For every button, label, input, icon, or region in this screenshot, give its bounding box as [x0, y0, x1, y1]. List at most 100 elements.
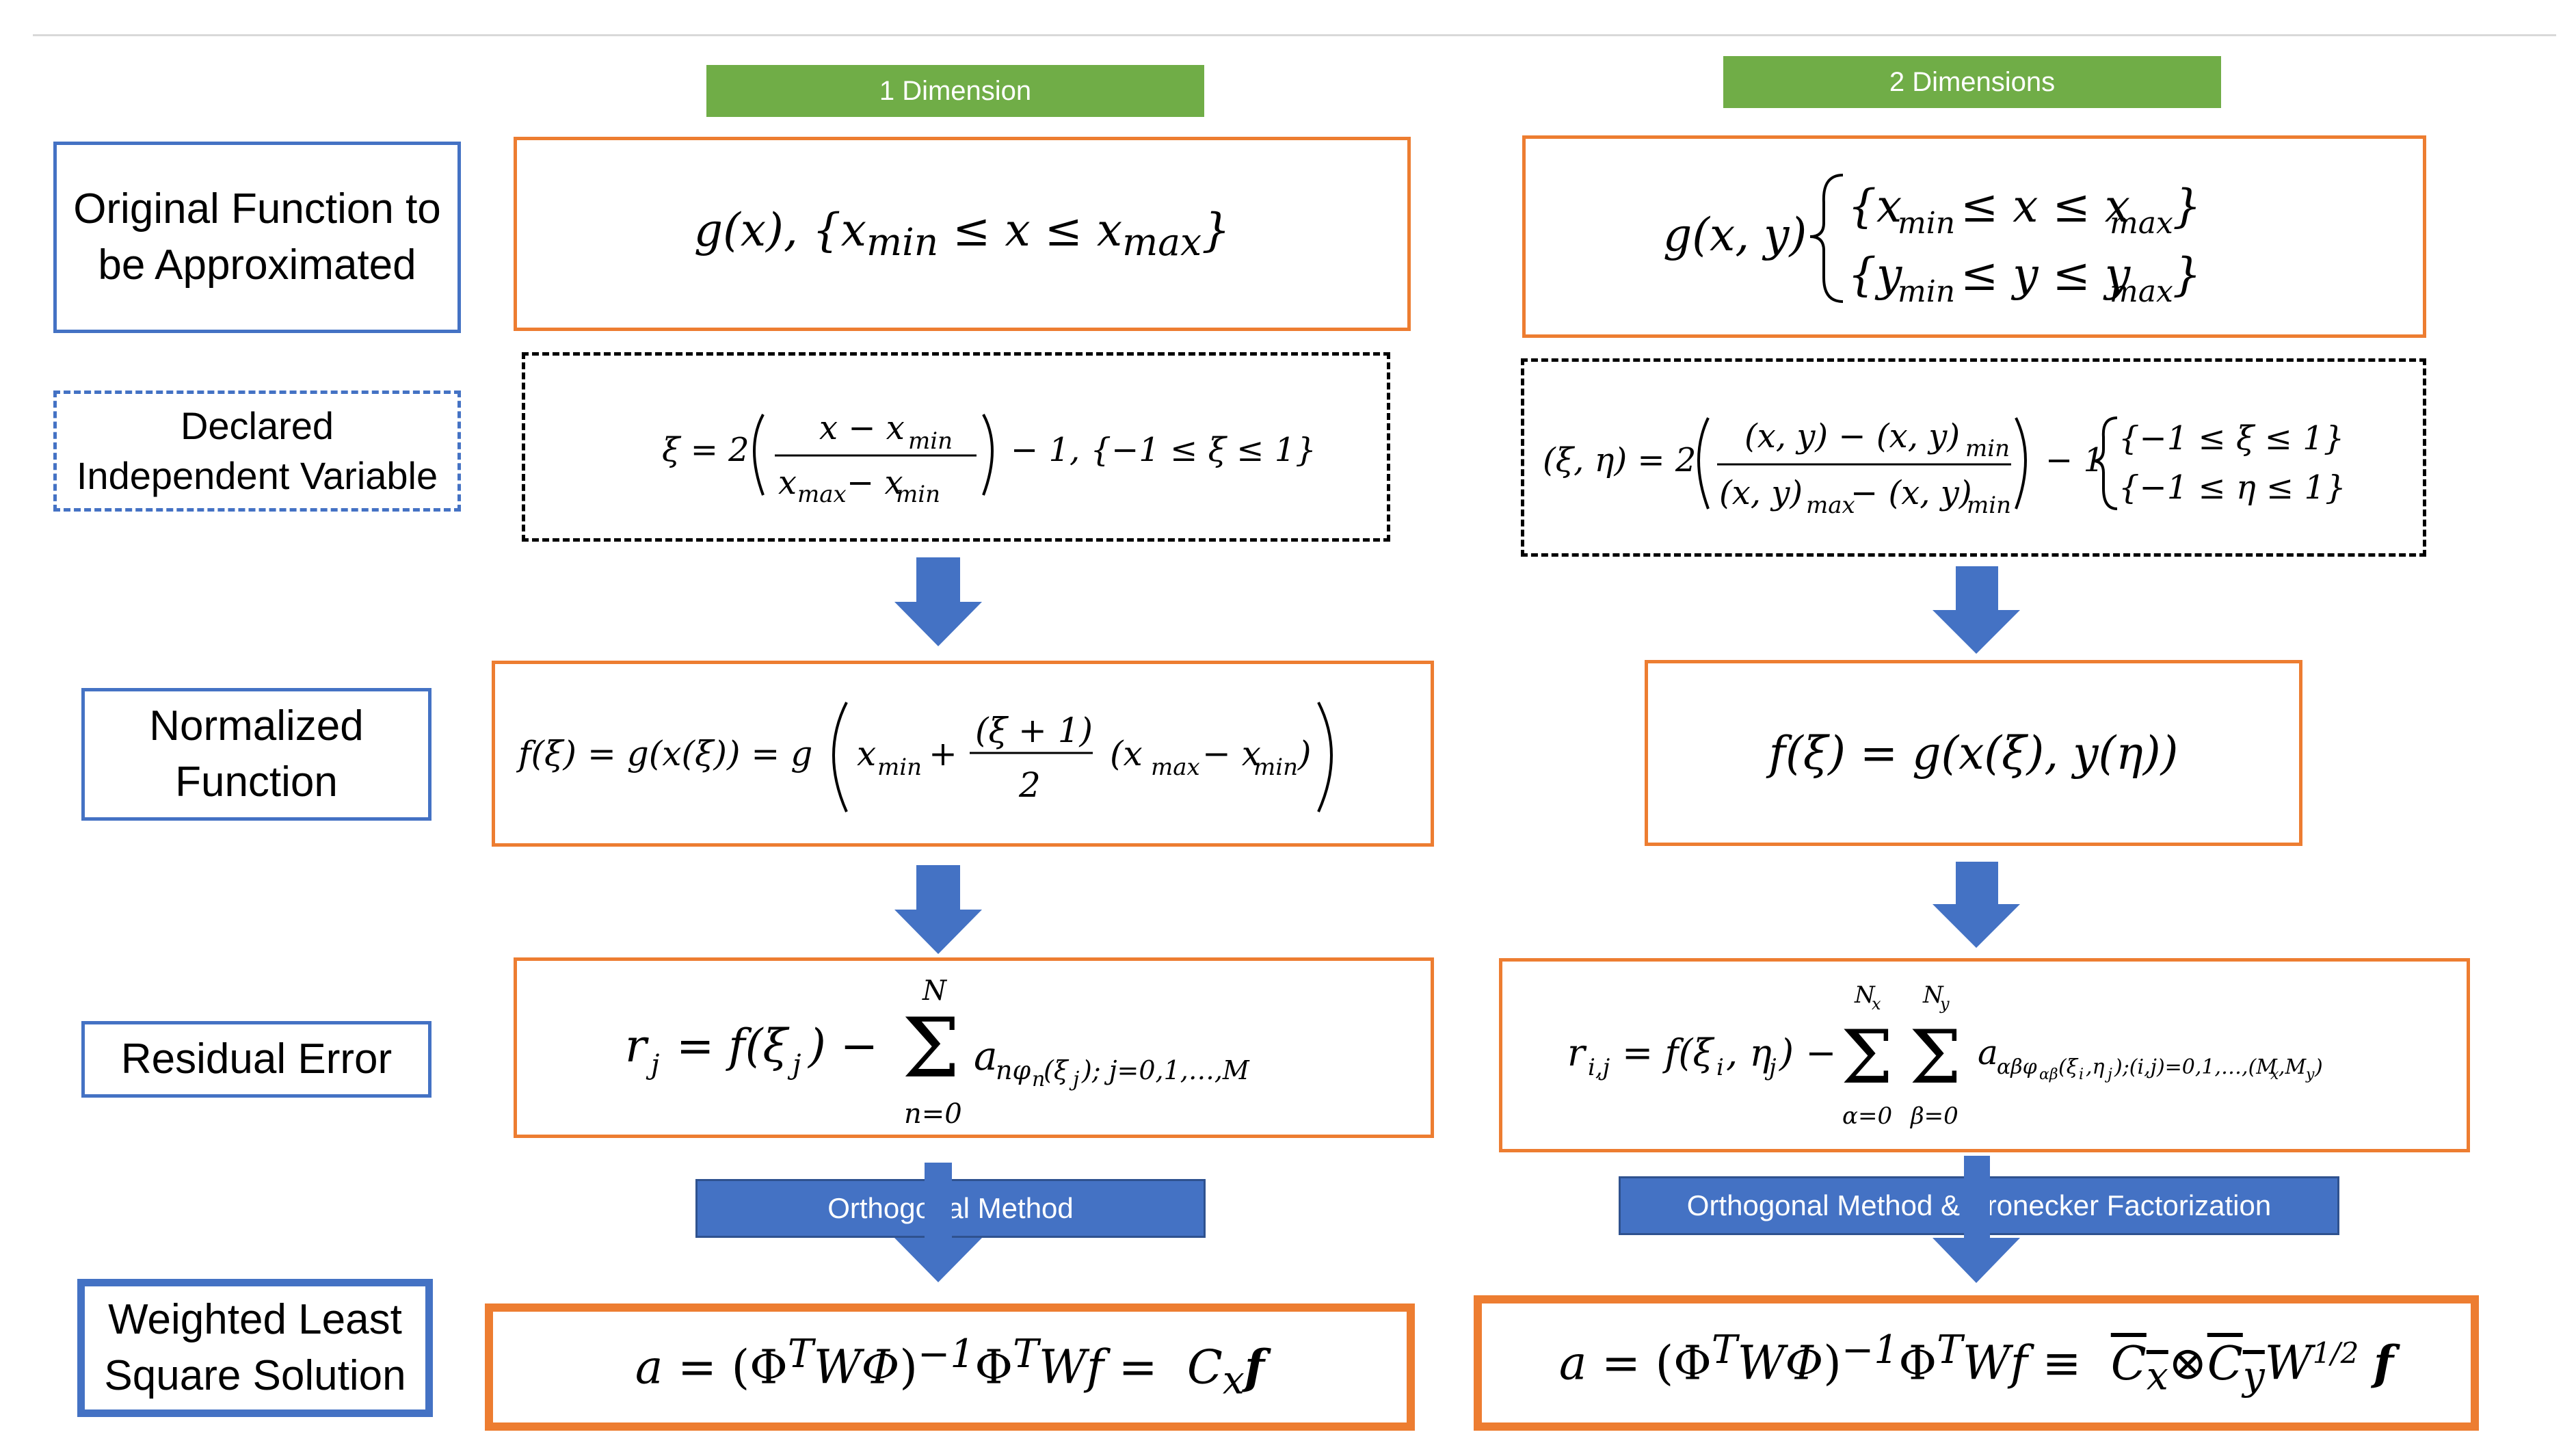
- svg-text:≤ x ≤ x: ≤ x ≤ x: [1961, 180, 2130, 233]
- arrow-1d-normalized-to-residual: [894, 865, 982, 954]
- eq-2d-normalized: f(ξ) = g(x(ξ), y(η)): [1645, 660, 2302, 846]
- svg-text:min: min: [1898, 206, 1955, 241]
- svg-text:f(ξ) = g(x(ξ)) = g: f(ξ) = g(x(ξ)) = g: [516, 734, 812, 773]
- arrow-2d-normalized-to-residual: [1933, 862, 2020, 948]
- svg-text:Σ: Σ: [1909, 1015, 1961, 1100]
- svg-text:− (x, y): − (x, y): [1850, 474, 1972, 512]
- arrow-2d-residual-to-solution: [1933, 1156, 2020, 1283]
- svg-text:g(x, y): g(x, y): [1663, 209, 1807, 261]
- svg-text:(ξ: (ξ: [2058, 1055, 2079, 1079]
- svg-text:+: +: [929, 734, 957, 773]
- svg-text:min: min: [896, 481, 940, 508]
- svg-text:(x, y) − (x, y): (x, y) − (x, y): [1744, 417, 1960, 455]
- svg-text:a: a: [1978, 1033, 1998, 1072]
- svg-text:(ξ + 1): (ξ + 1): [975, 711, 1093, 750]
- svg-text:N: N: [922, 975, 948, 1007]
- label-original-function: Original Function to be Approximated: [53, 142, 461, 333]
- svg-text:): ): [1297, 734, 1312, 773]
- svg-text:N: N: [1922, 981, 1944, 1009]
- svg-text:i,j: i,j: [1588, 1054, 1610, 1081]
- svg-text:α=0: α=0: [1842, 1102, 1892, 1130]
- arrow-2d-declared-to-normalized: [1933, 566, 2020, 654]
- declared-2d-formula: (ξ, η) = 2 (x, y) − (x, y)min (x, y)max …: [1543, 416, 2346, 519]
- svg-text:max: max: [1151, 754, 1200, 781]
- svg-text:= f(ξ: = f(ξ: [1622, 1031, 1714, 1074]
- svg-text:nφ: nφ: [996, 1055, 1031, 1085]
- svg-text:αβ: αβ: [2039, 1066, 2058, 1083]
- svg-text:(x: (x: [1110, 734, 1143, 773]
- svg-text:{y: {y: [1848, 248, 1902, 301]
- svg-text:}: }: [2173, 180, 2201, 233]
- top-divider: [33, 34, 2556, 36]
- svg-text:max: max: [2110, 206, 2173, 241]
- svg-text:); j=0,1,…,M: ); j=0,1,…,M: [1081, 1055, 1250, 1085]
- svg-text:min: min: [1253, 754, 1298, 781]
- svg-text:x: x: [2270, 1066, 2279, 1083]
- svg-text:, η: , η: [1726, 1031, 1772, 1074]
- label-weighted-least-square: Weighted Least Square Solution: [77, 1279, 433, 1417]
- arrow-1d-residual-to-solution: [894, 1163, 982, 1282]
- label-declared-variable: Declared Independent Variable: [53, 391, 461, 512]
- svg-text:Σ: Σ: [902, 1001, 960, 1096]
- svg-text:y: y: [1939, 994, 1950, 1014]
- svg-text:a: a: [974, 1033, 998, 1079]
- eq-2d-solution: a = (ΦTWΦ)−1ΦTWf ≡ Cx⊗CyW1/2 f: [1474, 1295, 2479, 1431]
- svg-text:,η: ,η: [2086, 1055, 2105, 1079]
- svg-text:{x: {x: [1848, 180, 1902, 233]
- svg-text:min: min: [908, 427, 953, 455]
- svg-text:min: min: [1965, 435, 2010, 462]
- svg-text:r: r: [1567, 1031, 1587, 1074]
- svg-text:− x: − x: [847, 464, 903, 502]
- label-residual-error: Residual Error: [81, 1021, 431, 1098]
- svg-text:(ξ: (ξ: [1044, 1055, 1070, 1085]
- svg-text:β=0: β=0: [1909, 1102, 1958, 1130]
- header-1d: 1 Dimension: [706, 65, 1204, 117]
- svg-text:2: 2: [1018, 765, 1041, 805]
- svg-text:x: x: [778, 464, 797, 502]
- svg-text:,M: ,M: [2279, 1055, 2307, 1079]
- svg-text:min: min: [877, 754, 922, 781]
- svg-text:min: min: [1898, 274, 1955, 309]
- svg-text:ξ = 2: ξ = 2: [662, 431, 749, 469]
- svg-text:r: r: [625, 1020, 649, 1072]
- svg-text:x: x: [1872, 994, 1881, 1014]
- svg-text:≤ y ≤ y: ≤ y ≤ y: [1961, 248, 2131, 301]
- svg-text:);(i,j)=0,1,…,(M: );(i,j)=0,1,…,(M: [2114, 1055, 2278, 1079]
- svg-text:(ξ, η) = 2: (ξ, η) = 2: [1543, 441, 1696, 479]
- svg-text:max: max: [2110, 274, 2173, 309]
- svg-text:i: i: [1716, 1054, 1724, 1081]
- svg-text:− x: − x: [1202, 734, 1261, 773]
- svg-text:max: max: [797, 481, 847, 508]
- svg-text:Σ: Σ: [1841, 1015, 1893, 1100]
- header-2d: 2 Dimensions: [1723, 56, 2221, 108]
- svg-text:): ): [2314, 1055, 2323, 1079]
- svg-text:}: }: [2173, 248, 2201, 301]
- arrow-1d-declared-to-normalized: [894, 557, 982, 646]
- svg-text:n=0: n=0: [904, 1098, 962, 1130]
- svg-text:) −: ) −: [1779, 1031, 1836, 1074]
- eq-1d-original: g(x), {xmin ≤ x ≤ xmax}: [514, 137, 1411, 331]
- svg-text:{−1 ≤ η ≤ 1}: {−1 ≤ η ≤ 1}: [2119, 468, 2346, 507]
- svg-text:(x, y): (x, y): [1719, 474, 1803, 512]
- eq-1d-solution: a = (ΦTWΦ)−1ΦTWf = Cxf: [485, 1303, 1415, 1431]
- svg-text:N: N: [1854, 981, 1876, 1009]
- label-normalized-function: Normalized Function: [81, 688, 431, 821]
- svg-text:i: i: [2079, 1066, 2084, 1083]
- svg-text:αβφ: αβφ: [1997, 1055, 2037, 1079]
- svg-text:= f(ξ: = f(ξ: [676, 1020, 790, 1072]
- eq-2d-declared: (ξ, η) = 2 (x, y) − (x, y)min (x, y)max …: [1521, 358, 2426, 557]
- svg-text:{−1 ≤ ξ ≤ 1}: {−1 ≤ ξ ≤ 1}: [2119, 419, 2344, 458]
- svg-text:− 1, {−1 ≤ ξ ≤ 1}: − 1, {−1 ≤ ξ ≤ 1}: [1011, 431, 1316, 469]
- svg-text:) −: ) −: [807, 1020, 878, 1072]
